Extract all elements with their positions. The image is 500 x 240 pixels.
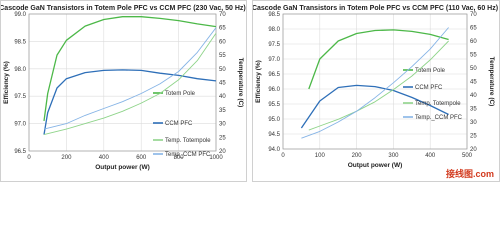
chart-title: Cascode GaN Transistors in Totem Pole PF… — [253, 5, 498, 12]
y-tick-label: 98.0 — [14, 67, 26, 73]
y2-tick-label: 65 — [219, 26, 226, 32]
y-tick-label: 96.5 — [268, 72, 280, 78]
legend-label: Temp. Totempole — [415, 101, 461, 107]
legend-label: Temp_CCM PFC — [165, 152, 211, 158]
y-tick-label: 97.5 — [268, 42, 280, 48]
legend-label: CCM PFC — [165, 121, 193, 127]
y2-tick-label: 55 — [219, 53, 226, 59]
series-line-totem-pole — [43, 16, 217, 121]
y2-tick-label: 50 — [219, 67, 226, 73]
x-tick-label: 600 — [136, 155, 147, 161]
y-tick-label: 98.5 — [268, 12, 280, 18]
chart-panel-230vac: Cascode GaN Transistors in Totem Pole PF… — [0, 0, 247, 182]
y-tick-label: 98.5 — [14, 39, 26, 45]
series-line-temp-totempole — [43, 32, 217, 136]
x-tick-label: 500 — [462, 153, 473, 159]
y2-tick-label: 60 — [470, 39, 477, 45]
y2-tick-label: 50 — [470, 66, 477, 72]
x-tick-label: 400 — [99, 155, 110, 161]
y2-tick-label: 25 — [219, 135, 226, 141]
y-tick-label: 96.0 — [268, 87, 280, 93]
y2-tick-label: 45 — [470, 80, 477, 86]
watermark-brand-text: 接线图 — [445, 169, 473, 179]
chart-title: Cascode GaN Transistors in Totem Pole PF… — [1, 5, 246, 12]
y2-tick-label: 60 — [219, 39, 226, 45]
y-tick-label: 95.0 — [268, 117, 280, 123]
y2-tick-label: 70 — [470, 12, 477, 18]
plot-area-frame — [28, 13, 217, 152]
y2-tick-label: 70 — [219, 12, 226, 18]
plot-area-frame — [282, 13, 468, 150]
y2-tick-label: 35 — [470, 107, 477, 113]
y-tick-label: 95.5 — [268, 102, 280, 108]
y-tick-label: 99.0 — [14, 12, 26, 18]
y2-tick-label: 25 — [470, 134, 477, 140]
y2-tick-label: 65 — [470, 26, 477, 32]
legend-label: Totem Pole — [165, 91, 196, 97]
chart-panel-110vac: Cascode GaN Transistors in Totem Pole PF… — [252, 0, 500, 182]
x-tick-label: 100 — [315, 153, 326, 159]
y-tick-label: 97.5 — [14, 94, 26, 100]
y2-tick-label: 55 — [470, 53, 477, 59]
series-line-temp-totempole — [308, 40, 449, 131]
y-tick-label: 98.0 — [268, 27, 280, 33]
y2-tick-label: 30 — [219, 122, 226, 128]
x-tick-label: 0 — [27, 155, 31, 161]
y2-axis-label: Temperature (C) — [488, 57, 495, 107]
y-axis-label: Efficiency (%) — [3, 61, 10, 104]
x-tick-label: 400 — [425, 153, 436, 159]
series-line-totem-pole — [308, 29, 449, 90]
series-line-ccm-pfc — [300, 84, 449, 129]
y-tick-label: 96.5 — [14, 149, 26, 155]
x-axis-label: Output power (W) — [348, 162, 403, 169]
x-axis-label: Output power (W) — [95, 164, 150, 171]
efficiency-chart-230vac: Cascode GaN Transistors in Totem Pole PF… — [1, 5, 246, 171]
watermark-suffix: .com — [472, 169, 494, 179]
x-tick-label: 0 — [281, 153, 285, 159]
y2-tick-label: 35 — [219, 108, 226, 114]
y2-tick-label: 40 — [219, 94, 226, 100]
legend-label: Totem Pole — [415, 68, 446, 74]
series-line-temp-ccm-pfc — [301, 27, 449, 139]
x-tick-label: 800 — [174, 155, 185, 161]
series-line-temp-ccm-pfc — [43, 27, 217, 130]
y-tick-label: 94.5 — [268, 132, 280, 138]
x-tick-label: 1000 — [209, 155, 223, 161]
y2-tick-label: 20 — [219, 149, 226, 155]
y2-tick-label: 30 — [470, 120, 477, 126]
y2-axis-label: Temperature (C) — [237, 58, 244, 108]
y2-tick-label: 45 — [219, 81, 226, 87]
y-tick-label: 97.0 — [14, 122, 26, 128]
x-tick-label: 200 — [352, 153, 363, 159]
y-tick-label: 97.0 — [268, 57, 280, 63]
legend-label: Temp._CCM PFC — [415, 115, 463, 121]
y2-tick-label: 20 — [470, 147, 477, 153]
series-line-ccm-pfc — [43, 69, 217, 135]
efficiency-chart-110vac: Cascode GaN Transistors in Totem Pole PF… — [253, 5, 498, 169]
legend-label: CCM PFC — [415, 85, 443, 91]
y2-tick-label: 40 — [470, 93, 477, 99]
legend-label: Temp. Totempole — [165, 138, 211, 144]
y-tick-label: 94.0 — [268, 147, 280, 153]
y-axis-label: Efficiency (%) — [255, 60, 262, 103]
watermark-brand: 接线图.com — [446, 167, 494, 180]
x-tick-label: 300 — [388, 153, 399, 159]
x-tick-label: 200 — [61, 155, 72, 161]
